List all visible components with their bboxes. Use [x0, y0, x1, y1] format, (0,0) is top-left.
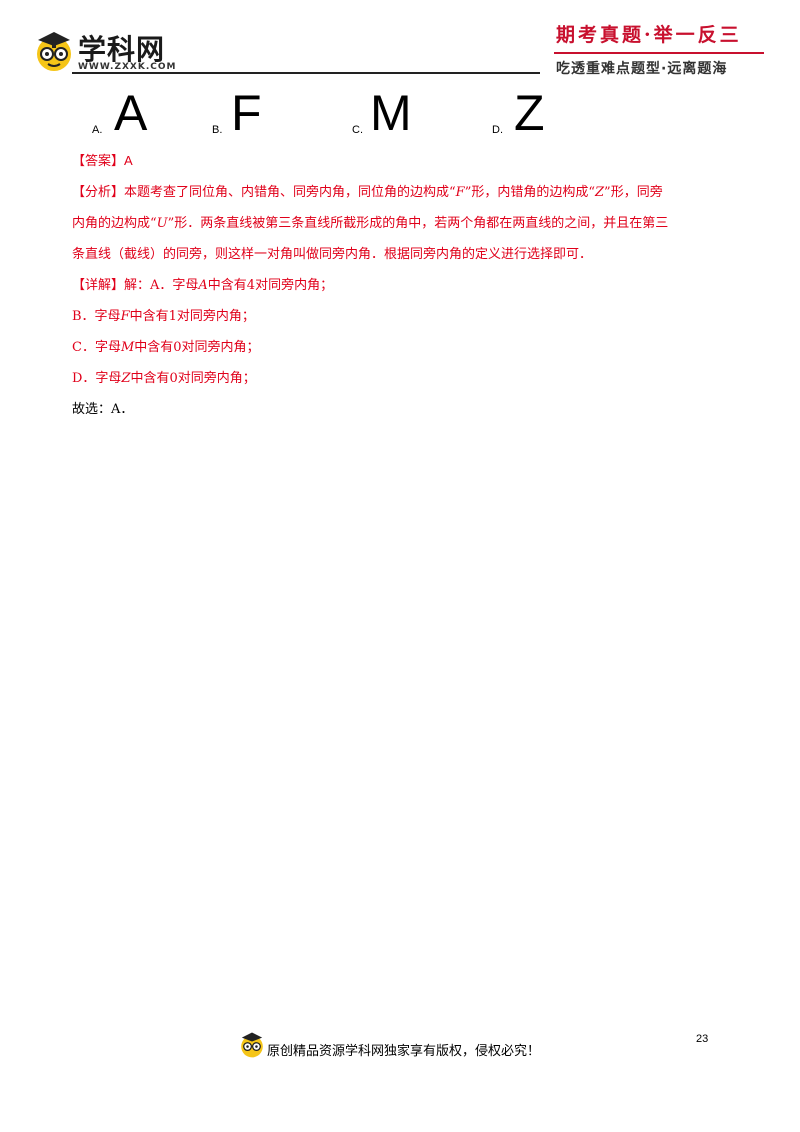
page-header: 学科网 WWW.ZXXK.COM 期考真题·举一反三 吃透重难点题型·远离题海: [0, 0, 800, 100]
detail-b-lead: B．字母: [72, 309, 121, 324]
mascot-icon: [37, 32, 71, 71]
slogan-sub: 吃透重难点题型·远离题海: [556, 61, 728, 77]
detail-var-z: Z: [121, 371, 131, 386]
analysis-tag: 【分析】: [72, 185, 125, 200]
answer-line: 【答案】A: [72, 145, 732, 177]
detail-d-rest: 中含有0对同旁内角；: [130, 371, 256, 386]
option-d-letter: Z: [514, 85, 545, 141]
analysis-text-4: 内角的边构成“: [72, 216, 157, 231]
answer-tag: 【答案】: [72, 154, 125, 169]
analysis-text-2: ”形，内错角的边构成“: [464, 185, 595, 200]
detail-c-rest: 中含有0对同旁内角；: [134, 340, 260, 355]
option-b-label: B.: [212, 124, 223, 136]
analysis-paragraph: 【分析】本题考查了同位角、内错角、同旁内角，同位角的边构成“F”形，内错角的边构…: [72, 177, 732, 270]
analysis-text-1: 本题考查了同位角、内错角、同旁内角，同位角的边构成“: [124, 185, 456, 200]
detail-d-lead: D．字母: [72, 371, 122, 386]
analysis-text-6: 条直线（截线）的同旁，则这样一对角叫做同旁内角．根据同旁内角的定义进行选择即可．: [72, 247, 593, 262]
analysis-text-5: ”形．两条直线被第三条直线所截形成的角中，若两个角都在两直线的之间，并且在第三: [167, 216, 669, 231]
detail-lead: 解：A．字母: [124, 278, 199, 293]
brand-name: 学科网: [78, 33, 166, 66]
option-d-label: D.: [492, 124, 503, 136]
analysis-var-u: U: [156, 216, 168, 231]
detail-b-rest: 中含有1对同旁内角；: [129, 309, 255, 324]
analysis-var-f: F: [455, 185, 465, 200]
detail-line-c: C．字母M中含有0对同旁内角；: [72, 332, 732, 363]
conclusion-line: 故选：A．: [72, 402, 134, 417]
slogan-main: 期考真题·举一反三: [556, 24, 742, 46]
detail-tag: 【详解】: [72, 278, 125, 293]
detail-line-d: D．字母Z中含有0对同旁内角；: [72, 363, 732, 394]
copyright-notice: 原创精品资源学科网独家享有版权，侵权必究！: [267, 1044, 541, 1059]
detail-line-a: 【详解】解：A．字母A中含有4对同旁内角；: [72, 270, 732, 301]
detail-c-lead: C．字母: [72, 340, 121, 355]
option-c-letter: M: [370, 85, 412, 141]
analysis-var-z: Z: [595, 185, 605, 200]
detail-var-a: A: [198, 278, 208, 293]
detail-var-m: M: [120, 340, 135, 355]
option-a-letter: A: [114, 85, 148, 141]
option-c-label: C.: [352, 124, 363, 136]
zxxk-logo: 学科网 WWW.ZXXK.COM: [32, 22, 182, 78]
answer-value: A: [124, 153, 133, 168]
detail-a-rest: 中含有4对同旁内角；: [207, 278, 334, 293]
page-number: 23: [696, 1033, 709, 1045]
footer-mascot-icon: [241, 1032, 263, 1058]
analysis-text-3: ”形，同旁: [604, 185, 663, 200]
brand-url: WWW.ZXXK.COM: [78, 62, 177, 72]
option-b-letter: F: [231, 85, 262, 141]
answer-options: A. A B. F C. M D. Z: [0, 88, 800, 138]
detail-line-b: B．字母F中含有1对同旁内角；: [72, 301, 732, 332]
header-divider: [72, 72, 540, 74]
option-a-label: A.: [92, 124, 103, 136]
slogan-divider: [554, 52, 764, 54]
solution-content: 【答案】A 【分析】本题考查了同位角、内错角、同旁内角，同位角的边构成“F”形，…: [72, 145, 732, 425]
detail-var-f: F: [120, 309, 130, 324]
